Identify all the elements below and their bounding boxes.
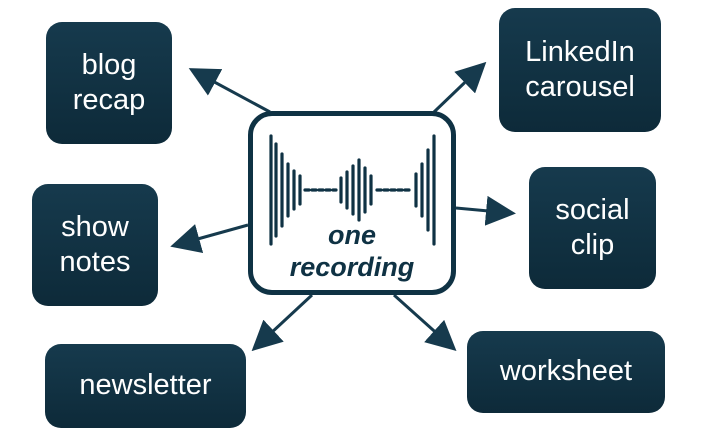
- arrow-to-social-clip: [455, 195, 516, 226]
- social-clip-label: social clip: [555, 193, 630, 261]
- center-label: one recording: [289, 220, 415, 282]
- arrow-to-newsletter: [251, 293, 314, 352]
- blog-recap-box: blog recap: [46, 22, 172, 144]
- blog-recap-label: blog recap: [72, 48, 146, 116]
- arrow-to-show-notes: [170, 223, 249, 254]
- newsletter-box: newsletter: [45, 344, 246, 428]
- show-notes-box: show notes: [32, 184, 158, 306]
- arrow-to-linkedin-carousel: [432, 61, 487, 114]
- audio-waveform-icon: [269, 134, 436, 246]
- worksheet-label: worksheet: [499, 355, 633, 388]
- show-notes-label: show notes: [59, 210, 131, 278]
- linkedin-carousel-box: LinkedIn carousel: [499, 8, 661, 132]
- arrow-to-blog-recap: [188, 68, 271, 114]
- worksheet-box: worksheet: [467, 331, 665, 413]
- arrow-to-worksheet: [392, 293, 457, 352]
- newsletter-label: newsletter: [79, 369, 212, 402]
- linkedin-carousel-label: LinkedIn carousel: [525, 35, 635, 103]
- social-clip-box: social clip: [529, 167, 656, 289]
- recording-center-box: one recording: [248, 111, 456, 295]
